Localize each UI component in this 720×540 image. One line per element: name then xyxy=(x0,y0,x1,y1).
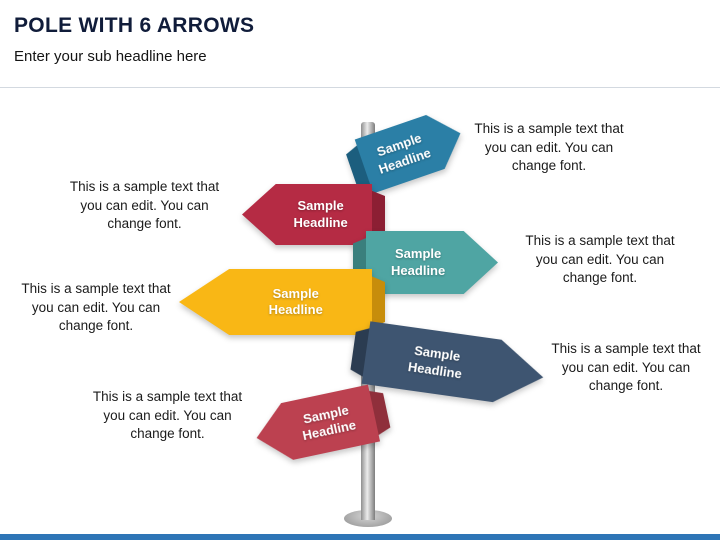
note-right-navy: This is a sample text that you can edit.… xyxy=(551,341,701,394)
arrow-body: Sample Headline xyxy=(362,321,548,408)
arrow-label: Sample Headline xyxy=(407,343,463,381)
arrow-sign-right-teal: Sample Headline xyxy=(353,231,498,294)
arrow-label: Sample Headline xyxy=(293,198,348,230)
arrow-sign-left-crimson: Sample Headline xyxy=(242,184,385,245)
arrow-sign-right-navy: Sample Headline xyxy=(362,321,548,408)
note-bottom-left: This is a sample text that you can edit.… xyxy=(92,389,243,442)
arrow-label: Sample Headline xyxy=(374,130,433,177)
arrow-body: Sample Headline xyxy=(355,106,470,193)
arrow-label: Sample Headline xyxy=(301,402,358,444)
note-left-crimson: This is a sample text that you can edit.… xyxy=(69,179,220,232)
arrow-label: Sample Headline xyxy=(391,246,446,278)
bottom-accent-bar xyxy=(0,534,720,540)
arrow-body: Sample Headline xyxy=(366,231,498,294)
arrow-sign-left-yellow: Sample Headline xyxy=(179,269,385,335)
page-subtitle: Enter your sub headline here xyxy=(14,48,207,65)
note-right-teal: This is a sample text that you can edit.… xyxy=(525,233,675,286)
page-title: POLE WITH 6 ARROWS xyxy=(14,14,255,37)
arrow-label: Sample Headline xyxy=(268,285,323,317)
header-divider xyxy=(0,87,720,88)
arrow-body: Sample Headline xyxy=(242,184,372,245)
arrow-sign-top-right: Sample Headline xyxy=(355,106,470,193)
arrow-body: Sample Headline xyxy=(179,269,372,335)
note-top-right: This is a sample text that you can edit.… xyxy=(474,121,624,174)
note-left-yellow: This is a sample text that you can edit.… xyxy=(21,281,171,334)
